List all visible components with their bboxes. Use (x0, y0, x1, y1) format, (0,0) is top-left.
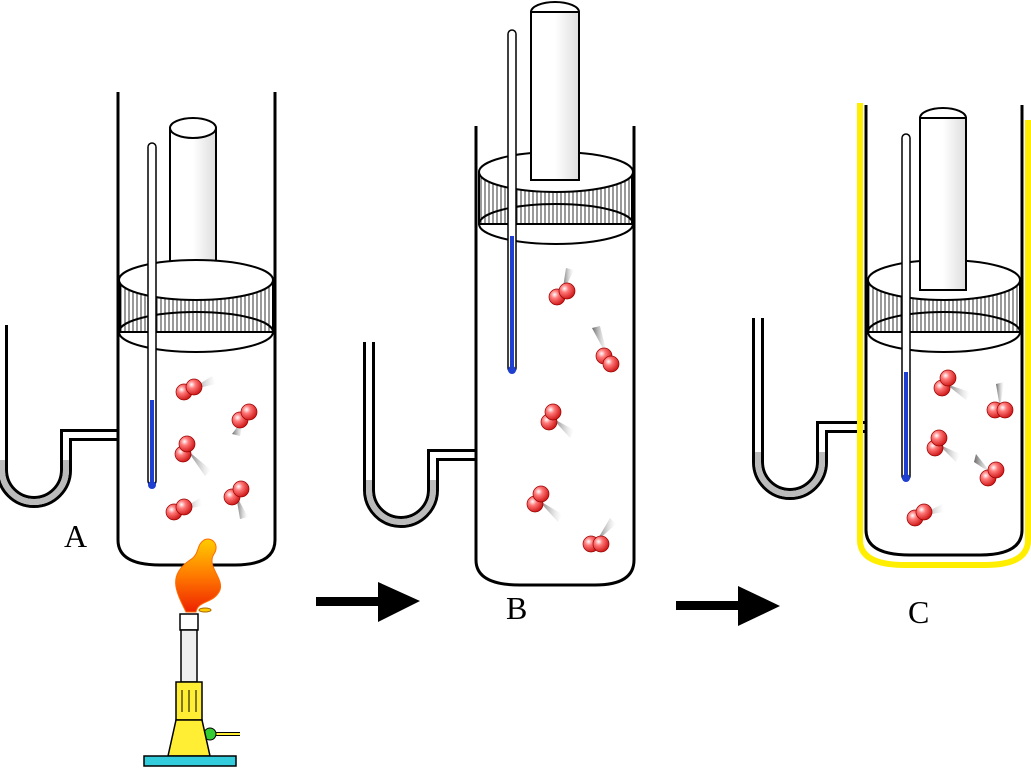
u-tube-manometer-icon (752, 318, 865, 500)
diatomic-molecule-icon (231, 403, 258, 436)
apparatus-b (363, 1, 636, 587)
diatomic-molecule-icon (526, 485, 562, 522)
diatomic-molecule-icon (548, 268, 576, 306)
label-c: C (908, 594, 930, 630)
u-tube-manometer-icon (0, 325, 120, 508)
right-arrow-icon (676, 586, 780, 626)
diatomic-molecule-icon (592, 326, 620, 373)
flame-icon (175, 538, 222, 613)
bunsen-burner-icon (143, 538, 240, 767)
thermometer-icon (147, 142, 157, 489)
piston-icon (478, 1, 634, 245)
thermometer-icon (507, 29, 517, 374)
apparatus-c (752, 103, 1031, 568)
piston-icon (118, 117, 274, 353)
molecules-a (165, 376, 258, 521)
diatomic-molecule-icon (582, 518, 616, 553)
piston-icon (867, 107, 1021, 353)
diatomic-molecule-icon (926, 429, 960, 462)
diatomic-molecule-icon (223, 480, 250, 519)
diatomic-molecule-icon (986, 382, 1014, 419)
u-tube-manometer-icon (363, 342, 478, 528)
diatomic-molecule-icon (165, 498, 202, 521)
diatomic-molecule-icon (540, 403, 574, 438)
insulation-layer (857, 103, 1031, 568)
molecules-c (906, 369, 1014, 527)
diatomic-molecule-icon (906, 503, 944, 527)
thermometer-icon (901, 133, 911, 482)
apparatus-a (0, 92, 277, 767)
label-b: B (506, 590, 528, 626)
diatomic-molecule-icon (175, 376, 216, 401)
label-a: A (64, 518, 88, 554)
diatomic-molecule-icon (974, 454, 1005, 487)
diatomic-molecule-icon (933, 369, 970, 400)
right-arrow-icon (316, 582, 420, 622)
molecules-b (526, 268, 620, 553)
diatomic-molecule-icon (174, 435, 211, 476)
